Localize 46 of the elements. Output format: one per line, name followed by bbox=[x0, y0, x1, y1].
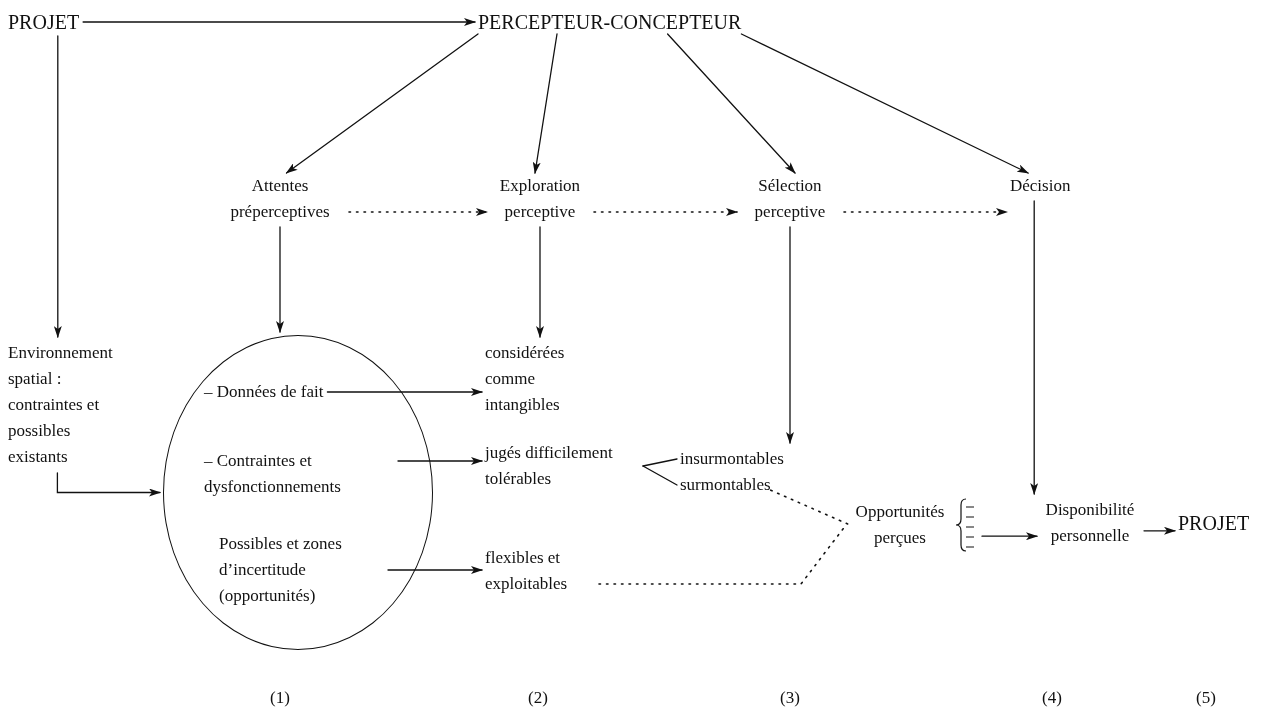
node-label: PROJET bbox=[8, 10, 80, 34]
arrow bbox=[1143, 526, 1176, 535]
arrow bbox=[397, 457, 483, 465]
node-label: insurmontables bbox=[680, 446, 784, 472]
arrow bbox=[536, 226, 544, 338]
arrow bbox=[276, 226, 284, 333]
node-label: Attentes préperceptives bbox=[215, 173, 345, 225]
arrow bbox=[1030, 200, 1039, 495]
connector-line bbox=[642, 465, 678, 486]
column-number: (3) bbox=[780, 688, 800, 708]
arrow bbox=[981, 532, 1038, 541]
node-label: Disponibilité personnelle bbox=[1040, 497, 1140, 549]
arrow bbox=[666, 33, 796, 174]
dotted-arrow bbox=[348, 208, 488, 216]
arrow bbox=[532, 33, 558, 174]
arrow bbox=[786, 226, 794, 444]
node-label: – Données de fait bbox=[204, 379, 324, 405]
arrow bbox=[53, 35, 62, 338]
node-label: PERCEPTEUR-CONCEPTEUR bbox=[478, 10, 742, 34]
node-label: Environnement spatial : contraintes et possibles existants bbox=[8, 340, 123, 470]
arrow bbox=[740, 33, 1029, 174]
node-label: Exploration perceptive bbox=[490, 173, 590, 225]
column-number: (2) bbox=[528, 688, 548, 708]
arrow bbox=[326, 388, 483, 396]
dotted-arrow bbox=[843, 208, 1008, 216]
arrow bbox=[82, 18, 476, 26]
column-number: (5) bbox=[1196, 688, 1216, 708]
column-number: (4) bbox=[1042, 688, 1062, 708]
node-label: – Contraintes et dysfonctionnements bbox=[204, 448, 394, 500]
node-label: Possibles et zones d’incertitude (opportunités) bbox=[219, 531, 384, 609]
node-label: Sélection perceptive bbox=[740, 173, 840, 225]
connector-line bbox=[642, 458, 678, 467]
dotted-arrow bbox=[593, 208, 738, 216]
node-label: Opportunités perçues bbox=[854, 501, 946, 549]
arrow bbox=[285, 33, 479, 174]
arrow bbox=[56, 472, 161, 497]
node-label: considérées comme intangibles bbox=[485, 340, 585, 418]
node-label: surmontables bbox=[680, 472, 771, 498]
node-label: PROJET bbox=[1178, 511, 1250, 535]
arrow bbox=[387, 566, 483, 574]
dotted-connector-line bbox=[769, 489, 851, 526]
node-label: flexibles et exploitables bbox=[485, 545, 595, 597]
node-label: Décision bbox=[1010, 173, 1071, 199]
node-label: jugés difficilement tolérables bbox=[485, 440, 635, 492]
ellipse-outline bbox=[163, 335, 433, 650]
column-number: (1) bbox=[270, 688, 290, 708]
